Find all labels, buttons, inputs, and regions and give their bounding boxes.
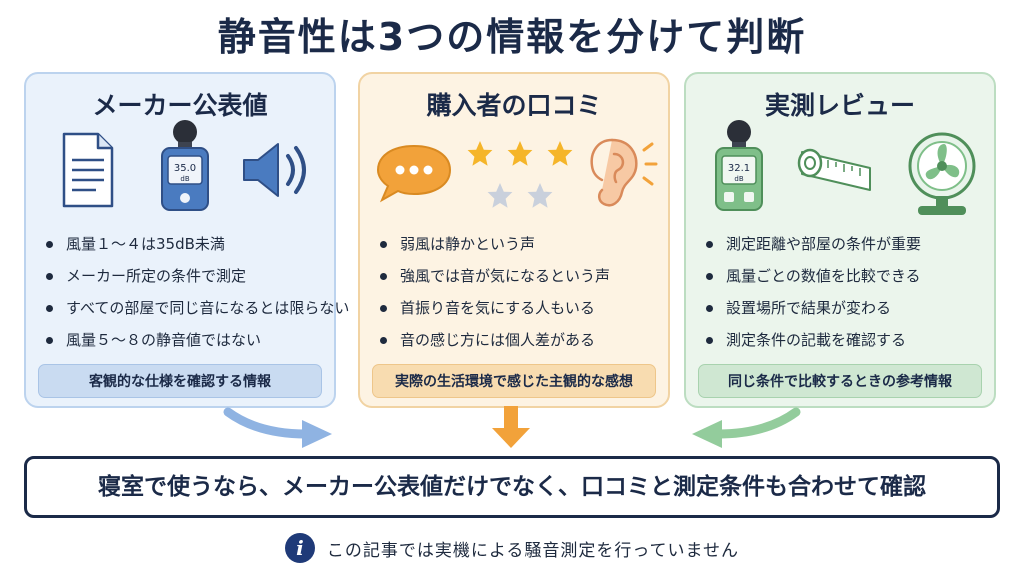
list-item: メーカー所定の条件で測定 xyxy=(26,260,334,292)
info-icon: i xyxy=(284,533,315,563)
card-summary: 同じ条件で比較するときの参考情報 xyxy=(698,364,982,398)
meter-value: 32.1 xyxy=(728,163,750,174)
card-title: 実測レビュー xyxy=(764,91,915,120)
conclusion-box: 寝室で使うなら、メーカー公表値だけでなく、口コミと測定条件も合わせて確認 xyxy=(24,456,1000,518)
footnote: i この記事では実機による騒音測定を行っていません xyxy=(0,530,1024,566)
speaker-icon xyxy=(243,143,306,197)
card-icons: 35.0 dB xyxy=(26,120,334,288)
card-reviews: 購入者の口コミ 弱風は静かという声 強風では音が気になるという声 首振り音を気に… xyxy=(358,72,670,408)
footnote-text: この記事では実機による騒音測定を行っていません xyxy=(326,540,740,561)
arrow-right-icon xyxy=(692,407,801,448)
bullet-list: 風量１～４は35dB未満 メーカー所定の条件で測定 すべての部屋で同じ音になると… xyxy=(26,228,349,356)
bullet-list: 弱風は静かという声 強風では音が気になるという声 首振り音を気にする人もいる 音… xyxy=(360,228,668,356)
sound-meter-icon: 32.1 dB xyxy=(715,120,763,211)
list-item: 弱風は静かという声 xyxy=(360,228,668,260)
arrow-left-icon xyxy=(223,407,332,448)
card-manufacturer: メーカー公表値 35.0 dB 風量１～４は35dB未満 メーカー所定の条件で測… xyxy=(24,72,349,408)
card-title: メーカー公表値 xyxy=(92,91,268,120)
meter-value: 35.0 xyxy=(174,163,196,174)
list-item: 風量１～４は35dB未満 xyxy=(26,228,334,260)
list-item: 設置場所で結果が変わる xyxy=(686,292,994,324)
list-item: 首振り音を気にする人もいる xyxy=(360,292,668,324)
bullet-list: 測定距離や部屋の条件が重要 風量ごとの数値を比較できる 設置場所で結果が変わる … xyxy=(686,228,994,356)
list-item: 測定条件の記載を確認する xyxy=(686,324,994,356)
card-summary: 実際の生活環境で感じた主観的な感想 xyxy=(372,364,656,398)
page-title: 静音性は3つの情報を分けて判断 xyxy=(217,15,807,59)
sound-meter-icon: 35.0 dB xyxy=(161,120,209,211)
flow-arrows xyxy=(223,406,801,448)
meter-unit: dB xyxy=(734,175,743,183)
meter-unit: dB xyxy=(180,175,189,183)
card-measured: 実測レビュー 32.1 dB xyxy=(684,72,996,408)
list-item: 風量５～８の静音値ではない xyxy=(26,324,334,356)
circulator-fan-icon xyxy=(908,132,976,215)
list-item: 音の感じ方には個人差がある xyxy=(360,324,668,356)
card-title: 購入者の口コミ xyxy=(426,91,602,120)
star-rating-icon xyxy=(467,141,573,208)
list-item: 風量ごとの数値を比較できる xyxy=(686,260,994,292)
card-summary: 客観的な仕様を確認する情報 xyxy=(38,364,322,398)
tape-measure-icon xyxy=(797,148,871,191)
speech-bubble-icon xyxy=(376,144,452,203)
list-item: 測定距離や部屋の条件が重要 xyxy=(686,228,994,260)
ear-icon xyxy=(590,138,658,207)
card-icons: 32.1 dB xyxy=(686,120,994,288)
arrow-down-icon xyxy=(492,406,530,448)
card-icons xyxy=(360,124,668,288)
list-item: すべての部屋で同じ音になるとは限らない xyxy=(26,292,349,324)
document-icon xyxy=(62,132,114,208)
list-item: 強風では音が気になるという声 xyxy=(360,260,668,292)
